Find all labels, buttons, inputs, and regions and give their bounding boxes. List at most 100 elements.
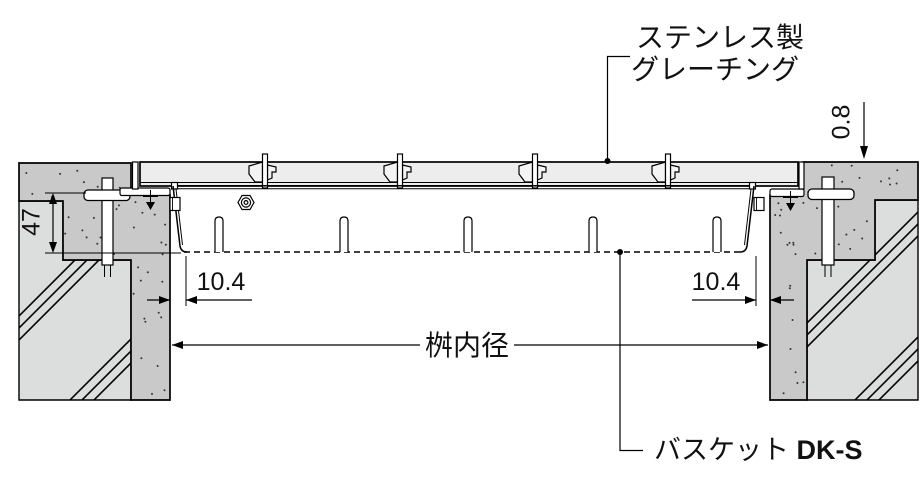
stipple-dot bbox=[814, 252, 817, 255]
stipple-dot bbox=[67, 216, 70, 219]
frame-seat-left bbox=[119, 187, 171, 210]
dim-0-8-text: 0.8 bbox=[828, 105, 856, 140]
grating bbox=[131, 153, 805, 190]
stipple-dot bbox=[830, 164, 833, 167]
stipple-dot bbox=[153, 213, 156, 216]
grating-callout-line2: グレーチング bbox=[631, 54, 799, 85]
dimension-pit-inner-width: 桝内径 bbox=[172, 330, 768, 361]
stipple-dot bbox=[163, 389, 166, 392]
dim-10-4-left-text: 10.4 bbox=[197, 268, 246, 296]
stipple-dot bbox=[146, 271, 149, 274]
dim-10-4-right-text: 10.4 bbox=[692, 268, 741, 296]
grating-callout-line1: ステンレス製 bbox=[636, 22, 804, 53]
stipple-dot bbox=[837, 205, 840, 208]
stipple-dot bbox=[816, 207, 818, 210]
stipple-dot bbox=[845, 233, 848, 236]
dimension-10-4-left: 10.4 bbox=[147, 256, 252, 306]
stipple-dot bbox=[774, 214, 777, 216]
basket-wall-left bbox=[172, 185, 188, 253]
stipple-dot bbox=[792, 241, 795, 244]
stipple-dot bbox=[85, 236, 88, 239]
dimension-0-8: 0.8 bbox=[828, 102, 868, 159]
stipple-dot bbox=[59, 172, 62, 175]
stipple-dot bbox=[117, 204, 120, 207]
stipple-dot bbox=[164, 243, 167, 246]
stipple-dot bbox=[132, 292, 135, 295]
stipple-dot bbox=[791, 319, 794, 321]
dimension-47: 47 bbox=[18, 192, 181, 254]
stipple-dot bbox=[144, 320, 147, 323]
frame-seat-right bbox=[769, 188, 805, 211]
basket-bolt-right bbox=[753, 196, 765, 212]
stipple-dot bbox=[161, 280, 164, 283]
stipple-dot bbox=[25, 172, 28, 174]
stipple-dot bbox=[786, 243, 789, 246]
stipple-dot bbox=[137, 266, 140, 269]
basket-callout-text: バスケット DK-S bbox=[654, 435, 863, 465]
stipple-dot bbox=[99, 236, 102, 239]
stipple-dot bbox=[134, 201, 137, 204]
stipple-dot bbox=[896, 169, 899, 172]
basket-model: DK-S bbox=[797, 435, 863, 465]
stipple-dot bbox=[880, 180, 882, 183]
stipple-dot bbox=[161, 253, 164, 256]
dim-47-text: 47 bbox=[18, 208, 46, 236]
grating-callout: ステンレス製 グレーチング bbox=[604, 22, 804, 164]
base-structure-right bbox=[806, 199, 919, 401]
stipple-dot bbox=[160, 241, 163, 244]
stipple-dot bbox=[132, 226, 135, 229]
stipple-dot bbox=[31, 192, 34, 195]
stipple-dot bbox=[81, 229, 84, 232]
stipple-dot bbox=[850, 164, 853, 167]
stipple-dot bbox=[853, 228, 856, 231]
stipple-dot bbox=[858, 176, 861, 179]
stipple-dot bbox=[861, 237, 864, 240]
stipple-dot bbox=[156, 365, 159, 367]
stipple-dot bbox=[64, 232, 67, 235]
stipple-dot bbox=[143, 317, 146, 320]
basket-callout: バスケット DK-S bbox=[617, 249, 863, 465]
stipple-dot bbox=[888, 177, 891, 180]
basket-wall-right bbox=[739, 185, 755, 253]
stipple-dot bbox=[895, 182, 898, 185]
stipple-dot bbox=[794, 371, 797, 374]
stipple-dot bbox=[889, 183, 891, 186]
stipple-dot bbox=[841, 180, 844, 183]
fastener-arrow-left bbox=[146, 202, 155, 210]
fastener-arrow-right bbox=[786, 203, 795, 211]
stipple-dot bbox=[789, 348, 792, 350]
stipple-dot bbox=[92, 216, 95, 219]
stipple-dot bbox=[788, 241, 791, 244]
dimension-10-4-right: 10.4 bbox=[692, 256, 794, 306]
stipple-dot bbox=[779, 214, 781, 217]
concrete-left bbox=[18, 162, 171, 401]
leader-dot bbox=[604, 158, 611, 164]
stipple-dot bbox=[780, 208, 783, 211]
stipple-dot bbox=[151, 392, 153, 395]
anchor-bolt-right bbox=[807, 176, 855, 277]
basket bbox=[169, 181, 765, 253]
stipple-dot bbox=[82, 181, 85, 184]
stipple-dot bbox=[802, 381, 805, 384]
basket-slots bbox=[214, 216, 722, 252]
frame-lip-left bbox=[131, 161, 139, 190]
basket-bolt-left bbox=[169, 196, 181, 212]
frame-lip-right bbox=[798, 161, 805, 190]
stipple-dot bbox=[96, 242, 99, 245]
dim-pit-inner-width-text: 桝内径 bbox=[425, 330, 509, 361]
stipple-dot bbox=[96, 185, 99, 188]
stipple-dot bbox=[789, 284, 792, 287]
basket-name: バスケット bbox=[654, 435, 797, 465]
stipple-dot bbox=[792, 243, 795, 246]
stipple-dot bbox=[139, 279, 142, 282]
anchor-bolt-left bbox=[83, 177, 131, 277]
stipple-dot bbox=[160, 316, 163, 319]
hatch-lines-right bbox=[807, 200, 918, 400]
stipple-dot bbox=[794, 253, 797, 256]
stipple-dot bbox=[140, 357, 143, 360]
stipple-dot bbox=[802, 201, 805, 204]
wing-nut-symbol bbox=[237, 194, 255, 211]
basket-hook-left bbox=[170, 181, 179, 190]
